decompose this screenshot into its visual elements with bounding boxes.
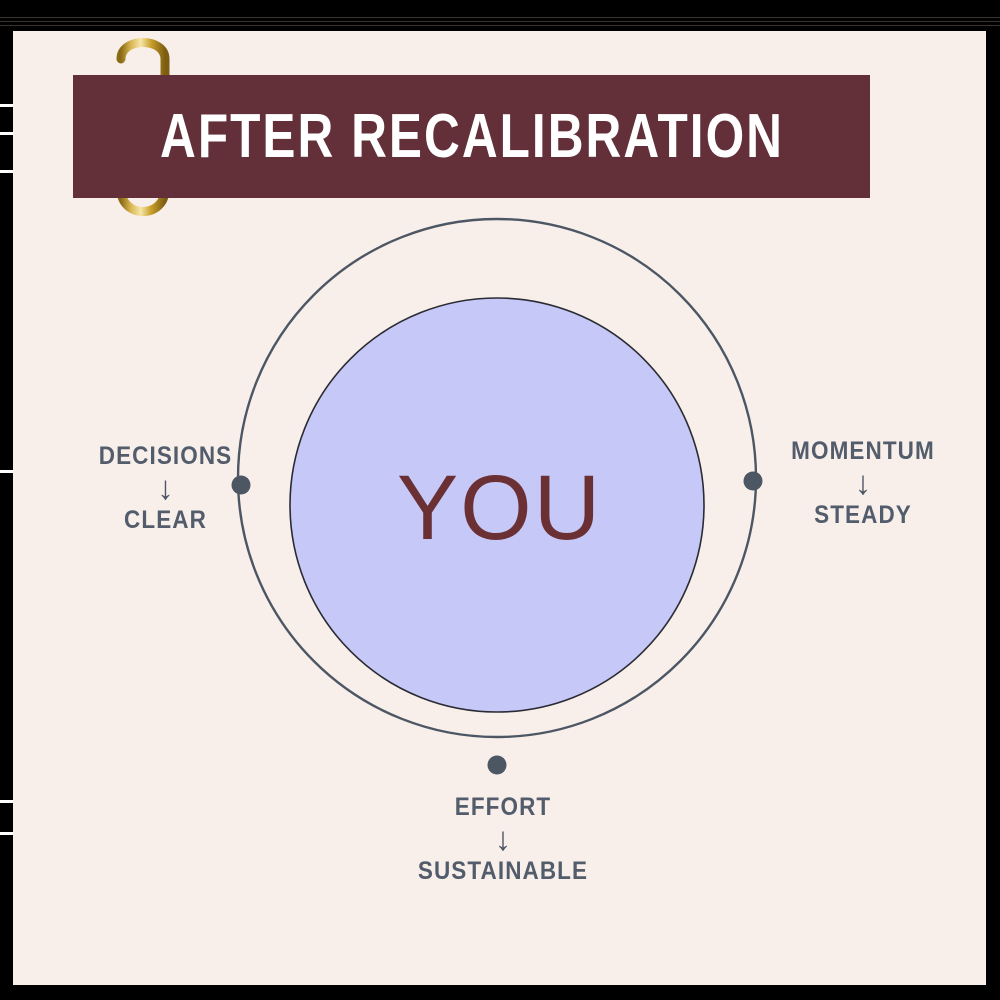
spoke-outcome-clear: CLEAR: [124, 506, 207, 535]
down-arrow-icon: ↓: [494, 820, 512, 858]
spoke-effort: EFFORT ↓ SUSTAINABLE: [368, 793, 638, 886]
hub-circle: [289, 297, 705, 713]
node-dot-effort[interactable]: [487, 755, 507, 775]
spoke-term-effort: EFFORT: [454, 793, 552, 821]
spoke-term-decisions: DECISIONS: [98, 442, 233, 470]
spoke-momentum: MOMENTUM ↓ STEADY: [758, 437, 968, 530]
frame-rail-gap: [0, 170, 13, 173]
frame-rule-line: [0, 25, 1000, 26]
node-dot-decisions[interactable]: [231, 475, 251, 495]
page-title: AFTER RECALIBRATION: [159, 101, 784, 171]
spoke-term-momentum: MOMENTUM: [791, 437, 935, 465]
spoke-decisions: DECISIONS ↓ CLEAR: [68, 442, 263, 535]
frame-rule-line: [0, 17, 1000, 18]
node-dot-momentum[interactable]: [743, 471, 763, 491]
frame-rail-gap: [0, 470, 13, 473]
frame-rail-gap: [0, 104, 13, 107]
down-arrow-icon: ↓: [157, 469, 174, 507]
frame-rail-gap: [0, 832, 13, 835]
title-banner: AFTER RECALIBRATION: [73, 75, 870, 198]
spoke-outcome-steady: STEADY: [814, 501, 912, 530]
recalibration-diagram: [231, 217, 763, 775]
hub-center-label: YOU: [396, 457, 603, 559]
poster-canvas: YOU: [13, 31, 986, 985]
frame-rule-line: [0, 21, 1000, 22]
frame-top-rule: [0, 0, 1000, 30]
spoke-outcome-sustainable: SUSTAINABLE: [417, 857, 589, 886]
frame-rail-gap: [0, 132, 13, 135]
down-arrow-icon: ↓: [854, 464, 872, 502]
frame-rail-gap: [0, 800, 13, 803]
